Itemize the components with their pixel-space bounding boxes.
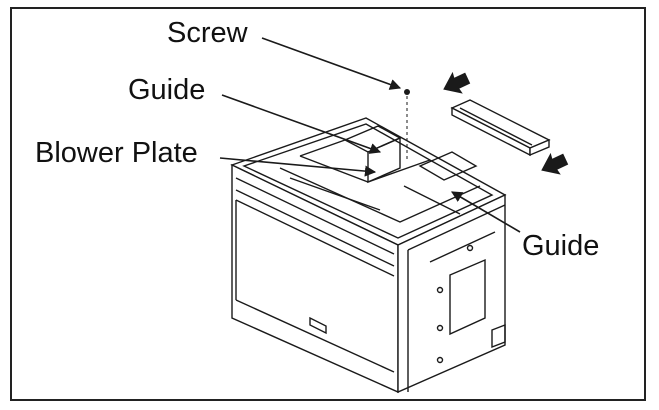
push-arrow-icon (541, 152, 569, 175)
blower-plate-leader-line (219, 157, 377, 177)
screw-part (404, 89, 410, 160)
blower-plate-part (450, 99, 551, 157)
guide-top-leader-line (221, 94, 382, 154)
label-screw: Screw (167, 17, 248, 49)
label-blower-plate: Blower Plate (35, 137, 198, 169)
label-guide-top: Guide (128, 74, 206, 106)
screw-leader-line (261, 37, 402, 90)
microwave-body (230, 117, 507, 394)
leader-lines (219, 37, 521, 233)
label-guide-bottom: Guide (522, 230, 600, 262)
push-arrow-icon (443, 71, 471, 94)
guide-bottom-leader-line (451, 191, 521, 233)
